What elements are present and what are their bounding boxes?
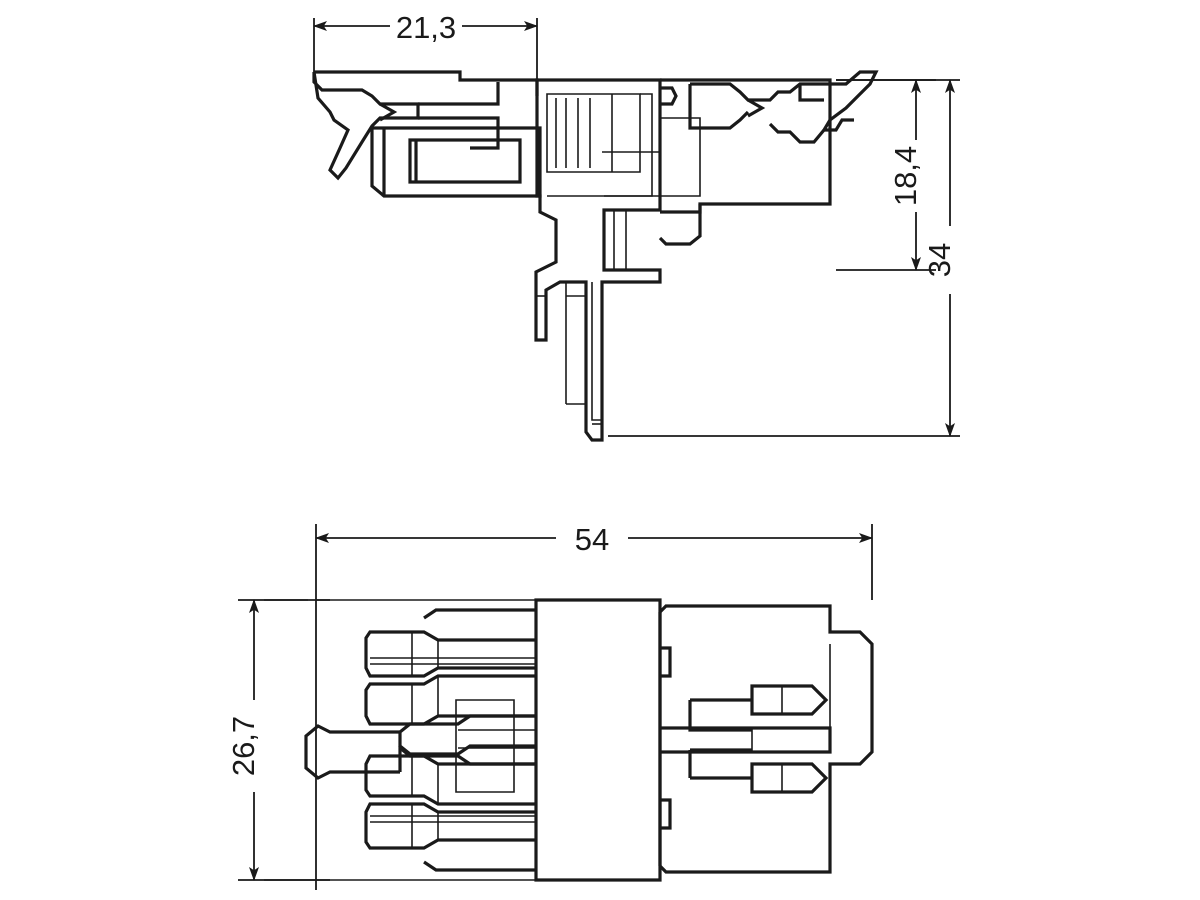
- side-view-internal-details: [536, 93, 701, 425]
- dimension-label-26-7: 26,7: [226, 716, 261, 776]
- dimension-label-21-3: 21,3: [396, 10, 456, 45]
- dimension-lines: [238, 18, 960, 890]
- side-view-body-outline: [312, 70, 879, 442]
- plan-view-body-outline: [304, 598, 874, 882]
- dimension-labels: 21,3 18,4 34 54 26,7: [226, 10, 957, 776]
- dimension-26-7: [238, 599, 330, 881]
- dimension-54: [315, 524, 873, 890]
- dimension-34: [608, 79, 960, 437]
- side-view-group: [312, 70, 879, 442]
- dimension-label-54: 54: [575, 522, 609, 557]
- dimension-21-3: [313, 18, 538, 86]
- dimension-label-34: 34: [922, 243, 957, 277]
- dimension-label-18-4: 18,4: [888, 146, 923, 206]
- plan-view-group: [264, 598, 874, 882]
- plan-view-internal-details: [264, 599, 831, 881]
